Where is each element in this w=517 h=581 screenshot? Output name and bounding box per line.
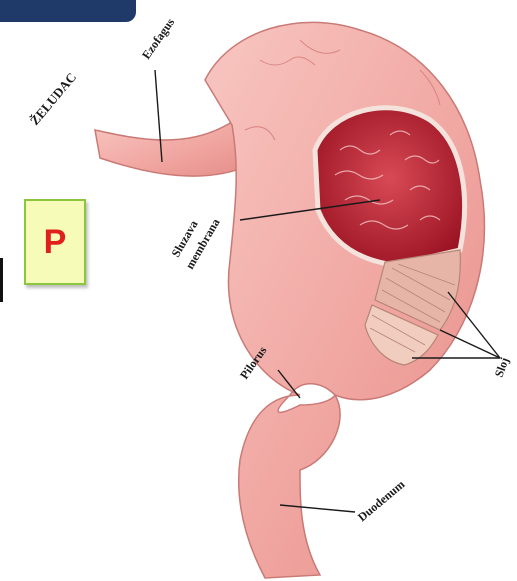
p-badge: P bbox=[24, 199, 86, 285]
label-duodenum: Duodenum bbox=[355, 477, 407, 524]
mucosa-cutaway bbox=[315, 108, 465, 265]
esophagus bbox=[95, 120, 250, 176]
label-sloj: Sloj bbox=[492, 355, 512, 379]
label-ezofagus: Ezofagus bbox=[139, 15, 177, 62]
p-badge-letter: P bbox=[44, 223, 67, 262]
title-label: ŽELUDAC bbox=[27, 70, 79, 128]
